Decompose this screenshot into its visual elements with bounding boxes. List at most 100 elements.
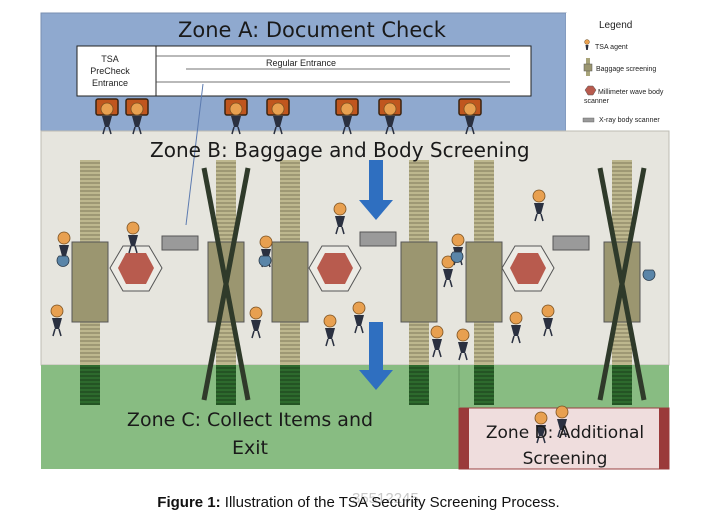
xray-scanner-icon bbox=[582, 117, 595, 123]
agent-head bbox=[229, 102, 243, 116]
booth-agent bbox=[229, 102, 243, 135]
agent-body bbox=[59, 245, 69, 256]
watermark: 35512245 bbox=[352, 490, 419, 507]
tsa-agent bbox=[430, 325, 444, 358]
agent-head bbox=[249, 306, 263, 320]
agent-legs bbox=[534, 213, 544, 222]
millimeter-wave-scanner bbox=[118, 253, 154, 284]
belt-lower bbox=[80, 322, 100, 365]
agent-body bbox=[325, 328, 335, 339]
belt-upper bbox=[474, 160, 494, 242]
zone-d-wall-right bbox=[659, 408, 669, 469]
agent-body bbox=[511, 325, 521, 336]
agent-legs bbox=[102, 126, 112, 135]
baggage-scanner bbox=[71, 241, 109, 323]
baggage-scanner bbox=[465, 241, 503, 323]
legend-label-baggage: Baggage screening bbox=[596, 66, 657, 73]
millimeter-wave-scanner-icon bbox=[584, 85, 597, 96]
carry-bag bbox=[56, 255, 70, 267]
agent-body bbox=[557, 419, 567, 430]
tsa-agent bbox=[555, 405, 569, 438]
tsa-agent bbox=[532, 189, 546, 222]
agent-head bbox=[352, 301, 366, 315]
agent-head bbox=[130, 102, 144, 116]
agent-legs bbox=[536, 435, 546, 444]
agent-head bbox=[323, 314, 337, 328]
agent-head bbox=[126, 221, 140, 235]
agent-head bbox=[555, 405, 569, 419]
tsa-agent bbox=[57, 231, 71, 264]
agent-body bbox=[251, 320, 261, 331]
agent-body bbox=[342, 116, 352, 127]
agent-body bbox=[458, 342, 468, 353]
zone-d-title: Zone D: Additional Screening bbox=[485, 423, 645, 469]
tsa-agent bbox=[352, 301, 366, 334]
agent-head bbox=[532, 189, 546, 203]
agent-body bbox=[132, 116, 142, 127]
entrance-box bbox=[76, 45, 532, 97]
zone-b-title: Zone B: Baggage and Body Screening bbox=[150, 138, 530, 162]
agent-body bbox=[52, 318, 62, 329]
agent-body bbox=[385, 116, 395, 127]
agent-head bbox=[383, 102, 397, 116]
agent-legs bbox=[128, 245, 138, 254]
zone-d-wall-left bbox=[459, 408, 469, 469]
agent-body bbox=[273, 116, 283, 127]
agent-body bbox=[536, 425, 546, 436]
tsa-agent bbox=[456, 328, 470, 361]
booth-agent bbox=[271, 102, 285, 135]
booth-agent bbox=[463, 102, 477, 135]
agent-body bbox=[432, 339, 442, 350]
belt-lower bbox=[409, 322, 429, 365]
tsa-agent bbox=[509, 311, 523, 344]
agent-legs bbox=[511, 335, 521, 344]
tsa-agent bbox=[126, 221, 140, 254]
agent-head bbox=[271, 102, 285, 116]
tsa-agent bbox=[541, 304, 555, 337]
legend-box bbox=[566, 13, 669, 131]
agent-legs bbox=[132, 126, 142, 135]
booth-agent bbox=[383, 102, 397, 135]
booth-agent bbox=[100, 102, 114, 135]
agent-body bbox=[102, 116, 112, 127]
agent-head bbox=[100, 102, 114, 116]
agent-legs bbox=[335, 226, 345, 235]
agent-body bbox=[354, 315, 364, 326]
agent-body bbox=[465, 116, 475, 127]
agent-head bbox=[340, 102, 354, 116]
carry-bag bbox=[642, 269, 656, 281]
agent-head bbox=[259, 235, 273, 249]
zone-a-title: Zone A: Document Check bbox=[178, 18, 446, 42]
flow-arrow-head bbox=[359, 370, 393, 390]
agent-legs bbox=[458, 352, 468, 361]
tsa-agent-icon bbox=[584, 39, 590, 50]
agent-legs bbox=[251, 330, 261, 339]
belt-exit bbox=[216, 365, 236, 405]
agent-legs bbox=[342, 126, 352, 135]
booth-agent bbox=[340, 102, 354, 135]
belt-exit bbox=[409, 365, 429, 405]
dynamic-layer bbox=[50, 98, 656, 444]
agent-legs bbox=[465, 126, 475, 135]
baggage-scanner bbox=[400, 241, 438, 323]
agent-legs bbox=[443, 279, 453, 288]
belt-upper bbox=[612, 160, 632, 242]
closed-lane-cross bbox=[201, 167, 251, 401]
caption-text: Illustration of the TSA Security Screeni… bbox=[220, 494, 560, 511]
tsa-agent bbox=[534, 411, 548, 444]
booth-agent bbox=[130, 102, 144, 135]
agent-legs bbox=[543, 328, 553, 337]
caption-prefix: Figure 1: bbox=[157, 494, 221, 511]
legend-label-xray: X-ray body scanner bbox=[599, 117, 660, 124]
belt-lower bbox=[474, 322, 494, 365]
agent-head bbox=[463, 102, 477, 116]
flow-arrow-shaft bbox=[369, 160, 383, 200]
agent-body bbox=[231, 116, 241, 127]
millimeter-wave-scanner bbox=[510, 253, 546, 284]
agent-body bbox=[335, 216, 345, 227]
tsa-agent bbox=[249, 306, 263, 339]
agent-head bbox=[333, 202, 347, 216]
closed-lane-cross bbox=[597, 167, 647, 401]
agent-legs bbox=[52, 328, 62, 337]
